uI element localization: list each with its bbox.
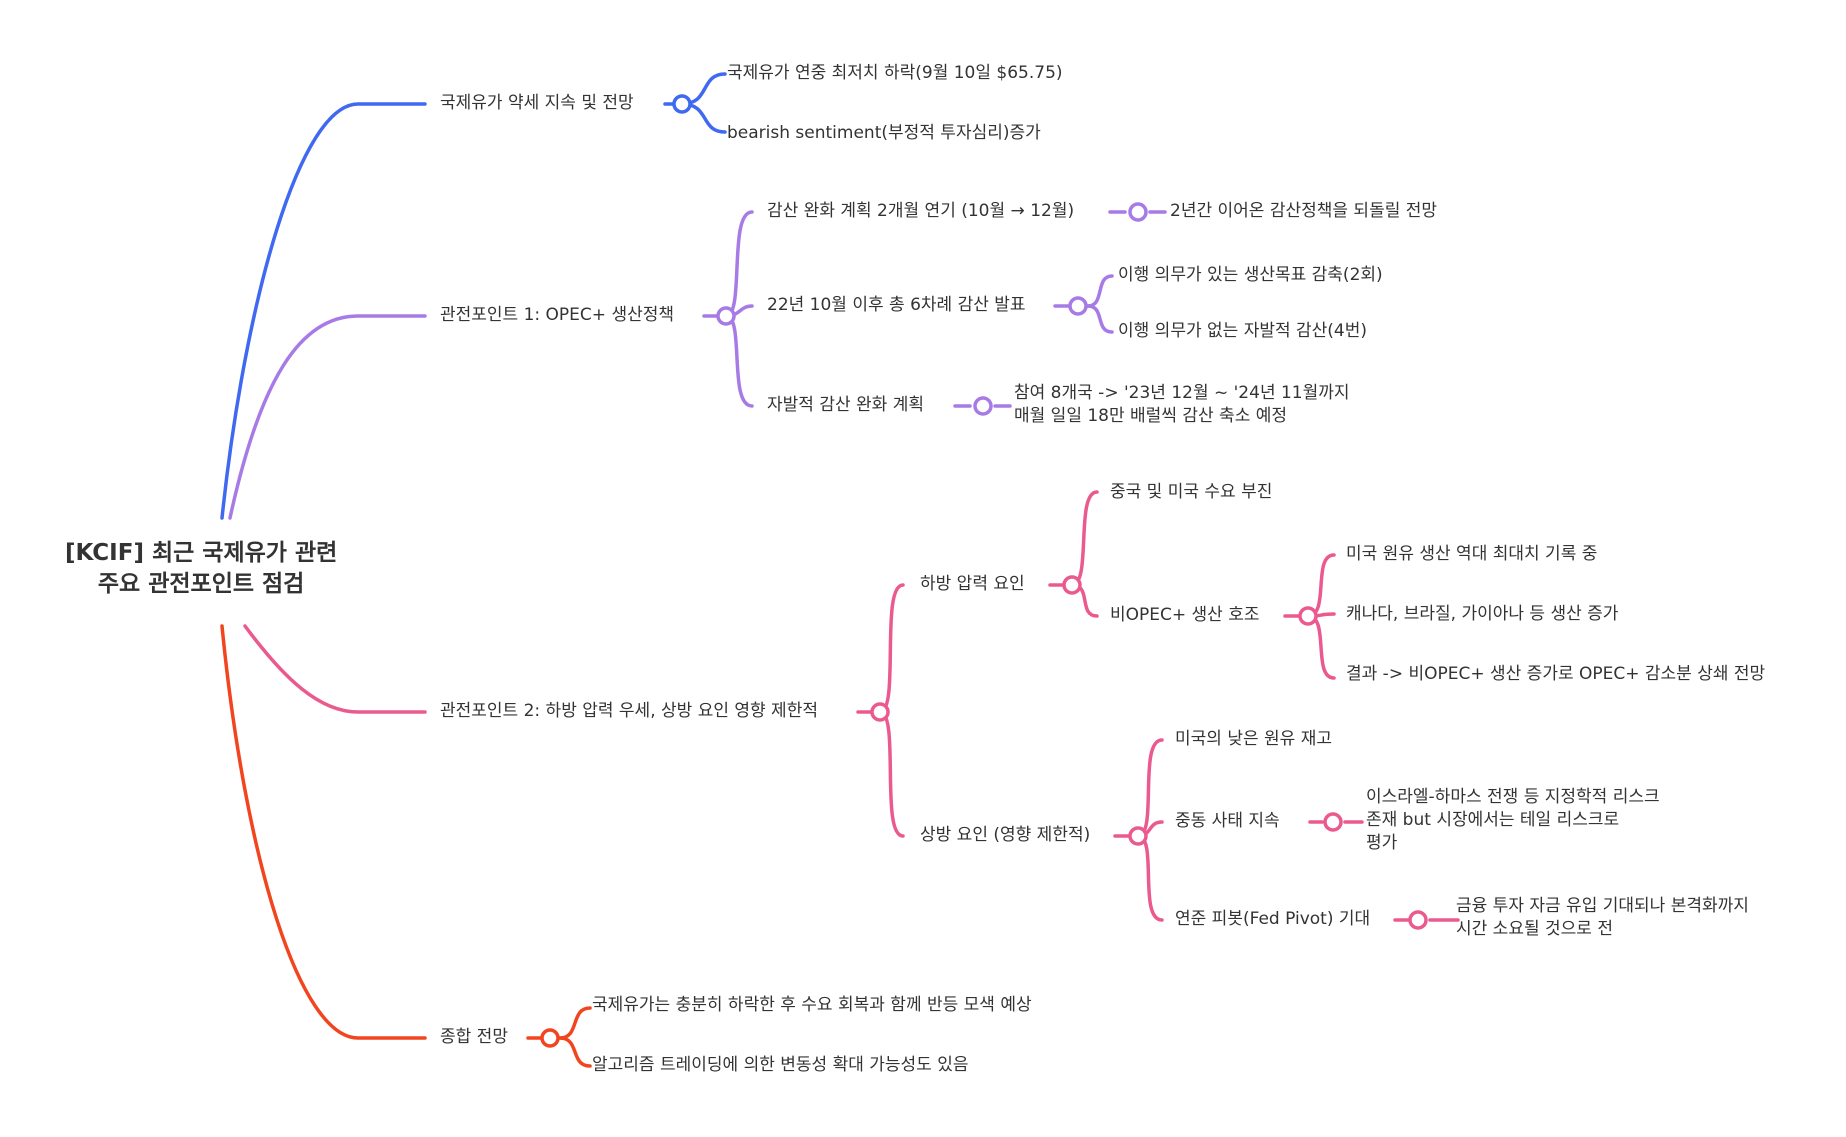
link-b4-c1 <box>558 1006 592 1040</box>
topic-b2-c1-d1[interactable]: 2년간 이어온 감산정책을 되돌릴 전망 <box>1170 201 1438 221</box>
node-dot-b4 <box>540 1028 560 1048</box>
topic-b4-c1[interactable]: 국제유가는 충분히 하락한 후 수요 회복과 함께 반등 모색 예상 <box>592 995 1032 1015</box>
root-topic[interactable]: [KCIF] 최근 국제유가 관련 주요 관전포인트 점검 <box>65 538 337 600</box>
topic-b3-down-c2-d2[interactable]: 캐나다, 브라질, 가이아나 등 생산 증가 <box>1346 604 1619 624</box>
topic-b3-up-c2-d1-line3: 평가 <box>1366 833 1398 853</box>
topic-b3-down[interactable]: 하방 압력 요인 <box>920 574 1025 594</box>
link-root-b4 <box>220 624 427 1040</box>
topic-b3-up-c2-d1-line2: 존재 but 시장에서는 테일 리스크로 <box>1366 810 1620 830</box>
node-dot-up <box>1128 826 1148 846</box>
link-root-b1 <box>220 102 427 520</box>
topic-b3-up[interactable]: 상방 요인 (영향 제한적) <box>920 825 1091 845</box>
topic-b2-c3-d1-line2: 매월 일일 18만 배럴씩 감산 축소 예정 <box>1014 406 1288 426</box>
topic-b3-down-c2-d1[interactable]: 미국 원유 생산 역대 최대치 기록 중 <box>1346 544 1598 564</box>
node-dot-b2c3 <box>973 396 993 416</box>
topic-b3-down-c1[interactable]: 중국 및 미국 수요 부진 <box>1110 482 1273 502</box>
topic-b3-up-c2-d1[interactable]: 이스라엘-하마스 전쟁 등 지정학적 리스크 존재 but 시장에서는 테일 리… <box>1366 786 1660 855</box>
topic-b2-c3-d1[interactable]: 참여 8개국 -> '23년 12월 ~ '24년 11월까지 매월 일일 18… <box>1014 382 1350 428</box>
node-dot-up-c2 <box>1323 812 1343 832</box>
topic-b2-c3[interactable]: 자발적 감산 완화 계획 <box>767 395 924 415</box>
topic-b2-c2[interactable]: 22년 10월 이후 총 6차례 감산 발표 <box>767 295 1026 315</box>
link-down-c1 <box>1070 490 1099 587</box>
link-b2-c3 <box>724 314 754 408</box>
link-b3-down <box>878 583 905 714</box>
node-dot-b2c1 <box>1128 202 1148 222</box>
topic-b3-up-c1[interactable]: 미국의 낮은 원유 재고 <box>1175 729 1332 749</box>
node-dot-b1 <box>672 94 692 114</box>
topic-b3-up-c3-d1-line1: 금융 투자 자금 유입 기대되나 본격화까지 <box>1456 896 1749 916</box>
topic-b2[interactable]: 관전포인트 1: OPEC+ 생산정책 <box>440 305 675 325</box>
node-dot-down-c2 <box>1298 606 1318 626</box>
topic-b1-c1[interactable]: 국제유가 연중 최저치 하락(9월 10일 $65.75) <box>727 63 1063 83</box>
topic-b3-down-c2-d3[interactable]: 결과 -> 비OPEC+ 생산 증가로 OPEC+ 감소분 상쇄 전망 <box>1346 664 1766 684</box>
topic-b3-up-c2[interactable]: 중동 사태 지속 <box>1175 811 1280 831</box>
topic-b4-c2[interactable]: 알고리즘 트레이딩에 의한 변동성 확대 가능성도 있음 <box>592 1055 969 1075</box>
topic-b2-c2-d1[interactable]: 이행 의무가 있는 생산목표 감축(2회) <box>1118 265 1383 285</box>
link-b2-c1 <box>724 210 754 318</box>
link-c2-d3 <box>1306 614 1336 680</box>
topic-b2-c2-d2[interactable]: 이행 의무가 없는 자발적 감산(4번) <box>1118 321 1368 341</box>
link-c2-d1 <box>1306 553 1336 618</box>
link-b2c2-d1 <box>1086 274 1114 308</box>
topic-b3-up-c3-d1-line2: 시간 소요될 것으로 전 <box>1456 919 1613 939</box>
topic-b2-c3-d1-line1: 참여 8개국 -> '23년 12월 ~ '24년 11월까지 <box>1014 383 1350 403</box>
root-title-line1: [KCIF] 최근 국제유가 관련 <box>65 540 338 566</box>
link-b4-c2 <box>558 1036 592 1068</box>
node-dot-b2 <box>716 306 736 326</box>
topic-b3-up-c3[interactable]: 연준 피봇(Fed Pivot) 기대 <box>1175 909 1371 929</box>
link-up-c3 <box>1136 834 1164 922</box>
node-dot-down <box>1062 575 1082 595</box>
node-dot-b3 <box>870 702 890 722</box>
node-dot-b2c2 <box>1068 296 1088 316</box>
link-root-b2 <box>228 314 427 520</box>
node-dot-up-c3 <box>1408 910 1428 930</box>
root-title-line2: 주요 관전포인트 점검 <box>97 571 305 597</box>
topic-b1[interactable]: 국제유가 약세 지속 및 전망 <box>440 93 634 113</box>
link-b2c2-d2 <box>1086 304 1114 334</box>
topic-b3-down-c2[interactable]: 비OPEC+ 생산 호조 <box>1110 605 1260 625</box>
topic-b2-c1[interactable]: 감산 완화 계획 2개월 연기 (10월 → 12월) <box>767 201 1075 221</box>
topic-b3-up-c3-d1[interactable]: 금융 투자 자금 유입 기대되나 본격화까지 시간 소요될 것으로 전 <box>1456 895 1749 941</box>
topic-b3-up-c2-d1-line1: 이스라엘-하마스 전쟁 등 지정학적 리스크 <box>1366 787 1660 807</box>
topic-b3[interactable]: 관전포인트 2: 하방 압력 우세, 상방 요인 영향 제한적 <box>440 701 818 721</box>
topic-b4[interactable]: 종합 전망 <box>440 1027 508 1047</box>
topic-b1-c2[interactable]: bearish sentiment(부정적 투자심리)증가 <box>727 123 1041 143</box>
link-root-b3 <box>243 624 427 714</box>
link-b3-up <box>878 710 905 838</box>
